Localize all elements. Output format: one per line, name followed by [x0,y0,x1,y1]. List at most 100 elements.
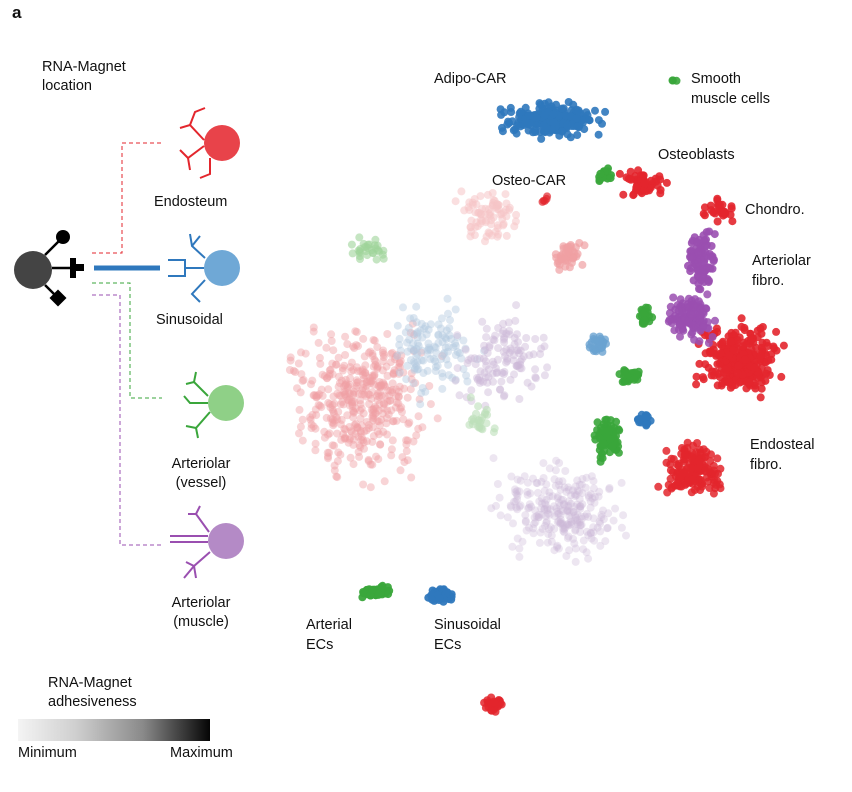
scatter-point [434,338,443,347]
scatter-point [554,517,563,526]
scatter-point [354,432,363,441]
scatter-point [643,412,652,421]
scatter-point [369,432,378,441]
scatter-point [567,499,575,508]
scatter-point [501,352,509,361]
scatter-point [553,543,561,552]
scatter-point [350,344,359,352]
scatter-point [535,497,544,506]
scatter-point [375,381,384,390]
scatter-point [336,450,345,459]
scatter-point [540,499,549,507]
scatter-point [579,536,588,545]
scatter-point [425,345,434,354]
scatter-point [352,363,361,372]
scatter-point [560,483,569,492]
cluster-label-osteo-car: Osteo-CAR [492,173,567,189]
scatter-point [313,391,322,400]
scatter-point [562,520,571,529]
scatter-point [368,408,377,417]
scatter-point [395,340,404,349]
scatter-point [507,503,515,512]
scatter-point [511,316,520,325]
scatter-point [317,385,326,394]
scatter-point [473,375,482,384]
scatter-point [359,589,368,598]
scatter-point [325,400,334,408]
scatter-point [380,392,389,401]
scatter-point [577,512,586,521]
scatter-point [476,192,485,201]
scatter-point [395,334,404,343]
scatter-point [359,409,368,418]
scatter-point [561,467,570,475]
scatter-point [402,375,411,384]
scatter-point [509,356,518,365]
scatter-point [471,360,480,369]
scatter-point [576,504,585,513]
scatter-point [553,494,562,503]
scatter-point [368,460,377,469]
scatter-point [382,419,391,428]
scatter-point [421,322,430,331]
scatter-point [393,351,402,360]
scatter-point [483,190,492,199]
scatter-point [485,343,494,352]
scatter-point [368,437,377,446]
scatter-point [601,107,610,116]
scatter-point [701,466,710,475]
scatter-point [476,378,484,387]
scatter-point [515,395,524,403]
scatter-point [543,363,552,372]
scatter-point [483,378,492,387]
scatter-point [348,402,357,411]
scatter-point [374,382,383,391]
scatter-point [407,369,416,378]
tsne-scatter-plot [285,76,788,716]
scatter-point [499,335,508,344]
scatter-point [373,363,382,372]
scatter-point [508,542,517,551]
scatter-point [341,381,350,390]
scatter-point [489,454,498,463]
scatter-point [556,518,565,527]
scatter-point [371,409,380,418]
scatter-point [603,523,612,532]
scatter-point [356,396,364,405]
scatter-point [402,436,411,445]
scatter-point [505,203,514,212]
scatter-point [539,333,548,342]
scatter-point [424,325,433,334]
scatter-point [573,131,582,139]
scatter-point [459,365,468,373]
scatter-point [716,464,725,473]
scatter-point [308,376,317,385]
scatter-point [359,384,368,392]
scatter-point [737,322,746,331]
scatter-point [512,210,521,219]
scatter-point [529,474,537,483]
scatter-point [331,360,340,369]
scatter-point [540,342,549,351]
scatter-point [711,367,720,376]
scatter-point [412,302,421,311]
scatter-point [550,502,558,511]
scatter-point [406,328,415,337]
scatter-point [333,415,342,424]
scatter-point [514,361,523,370]
scatter-point [351,384,360,393]
scatter-point [345,423,354,431]
scatter-point [296,422,305,431]
scatter-point [485,210,494,219]
scatter-point [307,420,316,429]
scatter-point [355,452,364,461]
scatter-point [442,355,451,364]
scatter-point [516,346,525,355]
scatter-point [749,338,758,347]
scatter-point [564,532,573,541]
scatter-point [379,427,388,436]
scatter-point [451,351,460,359]
scatter-point [332,472,341,481]
scatter-point [703,290,712,299]
scatter-point [372,452,380,461]
